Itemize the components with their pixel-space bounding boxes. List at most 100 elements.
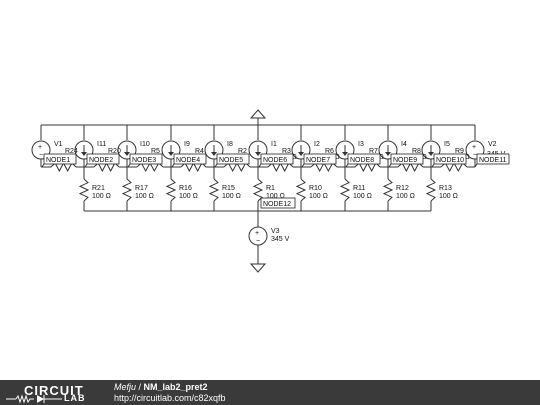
node-label-box xyxy=(86,153,120,165)
node-label: NODE10 xyxy=(436,157,464,164)
series-resistor-label: R3 xyxy=(282,148,291,155)
node-label-box xyxy=(390,153,424,165)
footer-bar: CIRCUIT LAB Mefju / NM_lab2_pret2 http:/… xyxy=(0,380,540,405)
minus-sign: − xyxy=(39,152,43,159)
node-pointer xyxy=(258,163,262,168)
node-label: NODE3 xyxy=(132,157,156,164)
v3-value: 345 V xyxy=(271,236,290,243)
node-label-box xyxy=(303,153,337,165)
shunt-resistor-value: 100 Ω xyxy=(135,193,154,200)
circuitlab-logo-icon xyxy=(6,394,62,404)
source-label: I10 xyxy=(140,141,150,148)
series-resistor-label: R6 xyxy=(325,148,334,155)
node-label: NODE12 xyxy=(263,201,291,208)
node-label: NODE5 xyxy=(219,157,243,164)
plus-sign: + xyxy=(472,144,476,151)
node-label: NODE1 xyxy=(46,157,70,164)
node-pointer xyxy=(84,163,88,168)
series-resistor-label: R20 xyxy=(108,148,121,155)
node-label: NODE6 xyxy=(263,157,287,164)
shunt-resistor-value: 100 Ω xyxy=(353,193,372,200)
node-pointer xyxy=(431,163,435,168)
minus-sign: − xyxy=(473,152,477,159)
source-label: I1 xyxy=(271,141,277,148)
current-arrow-head xyxy=(211,152,217,156)
plus-sign: + xyxy=(38,144,42,151)
series-resistor-label: R5 xyxy=(151,148,160,155)
series-resistor-label: R8 xyxy=(412,148,421,155)
source-label: I5 xyxy=(444,141,450,148)
source-label: V1 xyxy=(54,141,63,148)
shunt-resistor-label: R13 xyxy=(439,185,452,192)
title-separator: / xyxy=(136,382,144,392)
source-label: V2 xyxy=(488,141,497,148)
series-resistor-label: R9 xyxy=(455,148,464,155)
plus-sign: + xyxy=(255,230,259,237)
shunt-resistor-zigzag xyxy=(382,178,394,202)
shunt-resistor-value: 100 Ω xyxy=(266,193,285,200)
current-arrow-head xyxy=(168,152,174,156)
shunt-resistor-label: R16 xyxy=(179,185,192,192)
node-pointer xyxy=(214,163,218,168)
node-pointer xyxy=(301,163,305,168)
shunt-resistor-zigzag xyxy=(208,178,220,202)
series-resistor-label: R24 xyxy=(65,148,78,155)
current-arrow-head xyxy=(428,152,434,156)
node-pointer xyxy=(127,163,131,168)
shunt-resistor-label: R21 xyxy=(92,185,105,192)
shunt-resistor-value: 100 Ω xyxy=(179,193,198,200)
shunt-resistor-value: 100 Ω xyxy=(92,193,111,200)
current-arrow-head xyxy=(385,152,391,156)
series-resistor-label: R4 xyxy=(195,148,204,155)
top-ground-symbol xyxy=(249,109,267,119)
shunt-resistor-zigzag xyxy=(252,178,264,202)
logo-word-circuit: CIRCUIT xyxy=(24,383,84,398)
shunt-resistor-zigzag xyxy=(165,178,177,202)
node-pointer xyxy=(345,163,349,168)
bottom-ground-symbol xyxy=(249,263,267,273)
shunt-resistor-value: 100 Ω xyxy=(396,193,415,200)
node-pointer xyxy=(41,163,45,168)
author-title-line: Mefju / NM_lab2_pret2 xyxy=(114,382,208,392)
current-arrow-head xyxy=(124,152,130,156)
shunt-resistor-zigzag xyxy=(295,178,307,202)
node-label-box xyxy=(129,153,163,165)
node-label-box xyxy=(347,153,381,165)
node-label: NODE2 xyxy=(89,157,113,164)
source-label: I9 xyxy=(184,141,190,148)
shunt-resistor-zigzag xyxy=(78,178,90,202)
node-label: NODE9 xyxy=(393,157,417,164)
node-label: NODE4 xyxy=(176,157,200,164)
shunt-resistor-label: R1 xyxy=(266,185,275,192)
node-label: NODE7 xyxy=(306,157,330,164)
series-resistor-label: R7 xyxy=(369,148,378,155)
circuitlab-logo[interactable]: CIRCUIT LAB xyxy=(4,381,104,404)
node-label-box xyxy=(433,153,467,165)
shunt-resistor-value: 100 Ω xyxy=(439,193,458,200)
circuit-url-link[interactable]: http://circuitlab.com/c82xqfb xyxy=(114,393,226,403)
shunt-resistor-label: R17 xyxy=(135,185,148,192)
shunt-resistor-value: 100 Ω xyxy=(222,193,241,200)
node-label: NODE11 xyxy=(479,157,507,164)
node-pointer xyxy=(474,163,478,168)
source-label: I4 xyxy=(401,141,407,148)
shunt-resistor-value: 100 Ω xyxy=(309,193,328,200)
current-arrow-head xyxy=(255,152,261,156)
current-arrow-head xyxy=(81,152,87,156)
source-label: I3 xyxy=(358,141,364,148)
node-pointer xyxy=(388,163,392,168)
node-label-box xyxy=(260,197,296,209)
author-name[interactable]: Mefju xyxy=(114,382,137,392)
node-label: NODE8 xyxy=(350,157,374,164)
minus-sign: − xyxy=(256,238,260,245)
node-label-box xyxy=(476,153,510,165)
series-resistor-label: R2 xyxy=(238,148,247,155)
circuit-title[interactable]: NM_lab2_pret2 xyxy=(143,382,208,392)
node-label-box xyxy=(216,153,250,165)
shunt-resistor-label: R11 xyxy=(353,185,365,192)
logo-word-lab: LAB xyxy=(64,393,86,403)
shunt-resistor-label: R10 xyxy=(309,185,322,192)
current-arrow-head xyxy=(342,152,348,156)
